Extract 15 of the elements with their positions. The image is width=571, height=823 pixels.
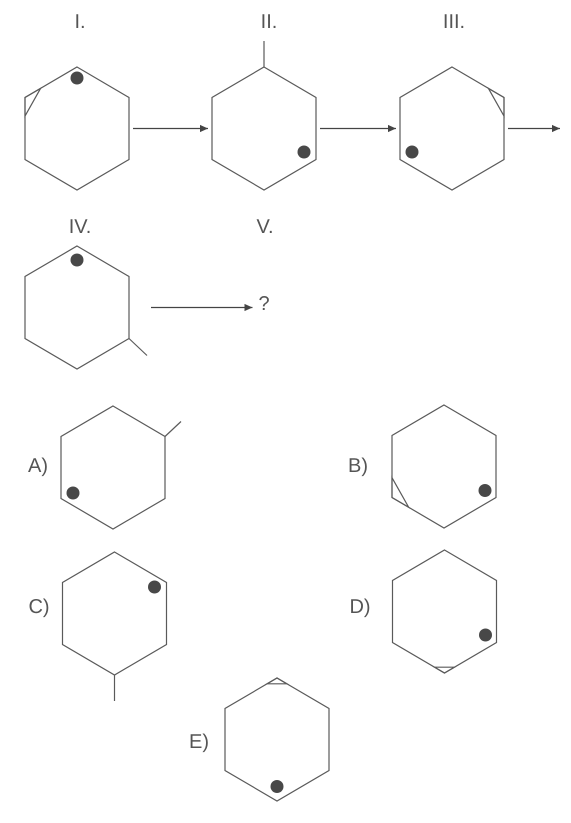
question-mark: ?	[258, 293, 270, 315]
arrow	[320, 124, 396, 132]
figure-label: I.	[74, 11, 86, 33]
option-label: E)	[189, 731, 209, 753]
figure-label: II.	[260, 11, 278, 33]
arrow	[508, 124, 560, 132]
option-label: B)	[348, 455, 368, 477]
option-label: A)	[28, 455, 48, 477]
figure-label: III.	[442, 11, 466, 33]
figure-label: V.	[256, 216, 274, 238]
figure-label: IV.	[68, 216, 92, 238]
arrow	[151, 304, 252, 312]
arrow	[133, 124, 208, 132]
option-label: C)	[28, 596, 50, 618]
option-label: D)	[349, 596, 371, 618]
